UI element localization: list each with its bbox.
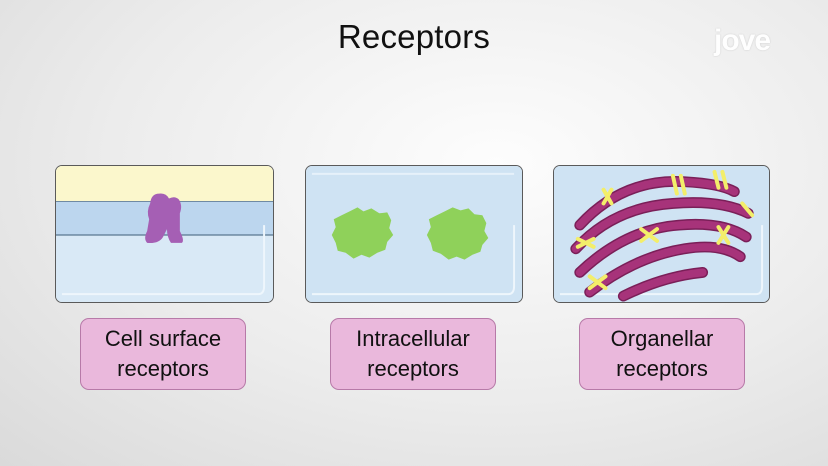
intracellular-illustration xyxy=(306,166,522,302)
label-line-2: receptors xyxy=(367,356,459,381)
cell-surface-panel xyxy=(55,165,274,303)
label-line-1: Cell surface xyxy=(104,326,222,351)
cell-surface-illustration xyxy=(56,166,273,302)
label-line-2: receptors xyxy=(616,356,708,381)
page-title: Receptors xyxy=(337,18,491,55)
organellar-receptors-label: Organellar receptors xyxy=(579,318,745,390)
cell-surface-receptors-label: Cell surface receptors xyxy=(80,318,246,390)
intracellular-receptors-label: Intracellular receptors xyxy=(330,318,496,390)
label-line-1: Intracellular xyxy=(356,326,470,351)
intracellular-receptor-right xyxy=(426,207,489,260)
label-line-2: receptors xyxy=(117,356,209,381)
organellar-illustration xyxy=(554,166,769,302)
membrane-receptor xyxy=(145,193,183,243)
jove-logo: jove xyxy=(714,24,771,57)
organellar-panel xyxy=(553,165,770,303)
label-line-1: Organellar xyxy=(610,326,714,351)
intracellular-receptor-left xyxy=(331,207,394,259)
organelle-receptors xyxy=(575,169,755,291)
intracellular-panel xyxy=(305,165,523,303)
